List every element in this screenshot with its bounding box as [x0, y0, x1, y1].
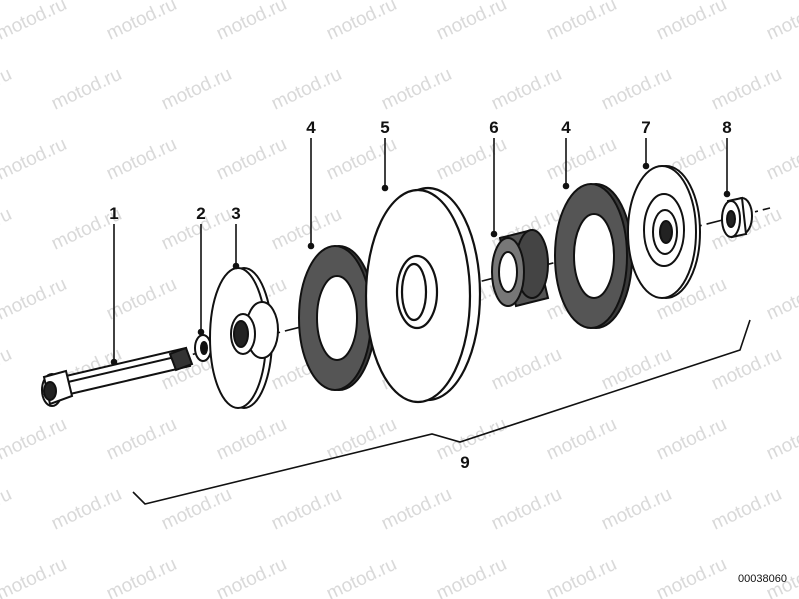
- watermark-text: motod.ru: [213, 134, 290, 185]
- label-3: 3: [231, 204, 240, 223]
- watermark-text: motod.ru: [0, 274, 70, 325]
- watermark-text: motod.ru: [213, 414, 290, 465]
- watermark-text: motod.ru: [763, 414, 799, 465]
- watermark-text: motod.ru: [103, 554, 180, 599]
- label-2: 2: [196, 204, 205, 223]
- part-1-bolt: [41, 346, 194, 407]
- watermark-text: motod.ru: [103, 0, 180, 45]
- watermark-text: motod.ru: [323, 554, 400, 599]
- part-7-cover-plate: [627, 165, 701, 299]
- label-4-left: 4: [306, 118, 316, 137]
- label-1: 1: [109, 204, 118, 223]
- watermark-text: motod.ru: [213, 554, 290, 599]
- label-5: 5: [380, 118, 389, 137]
- watermark-text: motod.ru: [268, 64, 345, 115]
- watermark-text: motod.ru: [433, 0, 510, 45]
- watermark-text: motod.ru: [488, 64, 565, 115]
- watermark-text: motod.ru: [0, 0, 70, 45]
- drawing-number: 00038060: [738, 573, 787, 585]
- part-8-nut: [721, 196, 753, 239]
- watermark-text: motod.ru: [323, 134, 400, 185]
- watermark-text: motod.ru: [598, 64, 675, 115]
- part-4-friction-disc-right: [554, 183, 633, 329]
- watermark-text: motod.ru: [543, 554, 620, 599]
- watermark-text: motod.ru: [0, 204, 15, 255]
- watermark-text: motod.ru: [763, 0, 799, 45]
- watermark-text: motod.ru: [653, 0, 730, 45]
- watermark-text: motod.ru: [323, 0, 400, 45]
- part-4-friction-disc-left: [298, 245, 376, 391]
- watermark-text: motod.ru: [653, 414, 730, 465]
- watermark-text: motod.ru: [763, 134, 799, 185]
- watermark-text: motod.ru: [0, 554, 70, 599]
- watermark-text: motod.ru: [433, 554, 510, 599]
- watermark-text: motod.ru: [103, 134, 180, 185]
- watermark-text: motod.ru: [708, 64, 785, 115]
- watermark-text: motod.ru: [378, 64, 455, 115]
- watermark-text: motod.ru: [543, 134, 620, 185]
- watermark-text: motod.ru: [488, 344, 565, 395]
- label-4-right: 4: [561, 118, 571, 137]
- watermark-text: motod.ru: [213, 0, 290, 45]
- watermark-text: motod.ru: [708, 484, 785, 535]
- watermark-text: motod.ru: [433, 134, 510, 185]
- watermark-text: motod.ru: [103, 414, 180, 465]
- part-2-washer: [194, 334, 212, 362]
- watermark-text: motod.ru: [488, 484, 565, 535]
- watermark-text: motod.ru: [0, 484, 15, 535]
- label-8: 8: [722, 118, 731, 137]
- watermark-text: motod.ru: [708, 344, 785, 395]
- label-6: 6: [489, 118, 498, 137]
- part-5-pulley-disc: [364, 186, 482, 404]
- watermark-text: motod.ru: [598, 344, 675, 395]
- watermark-text: motod.ru: [543, 414, 620, 465]
- watermark-text: motod.ru: [543, 0, 620, 45]
- watermark-text: motod.ru: [158, 64, 235, 115]
- part-6-bushing: [491, 228, 550, 308]
- watermark-text: motod.ru: [48, 64, 125, 115]
- watermark-text: motod.ru: [268, 484, 345, 535]
- watermark-text: motod.ru: [653, 554, 730, 599]
- part-labels: 1 2 3 4 5 6 4 7 8 9: [109, 118, 731, 472]
- watermark-text: motod.ru: [0, 64, 15, 115]
- watermark-text: motod.ru: [763, 274, 799, 325]
- watermark-text: motod.ru: [0, 344, 15, 395]
- watermark-text: motod.ru: [0, 414, 70, 465]
- leader-lines: [110, 138, 731, 366]
- watermark-text: motod.ru: [433, 414, 510, 465]
- assembly-bracket: [132, 319, 751, 505]
- watermark-text: motod.ru: [48, 484, 125, 535]
- watermark-text: motod.ru: [0, 134, 70, 185]
- watermark-text: motod.ru: [598, 484, 675, 535]
- label-7: 7: [641, 118, 650, 137]
- label-9: 9: [460, 453, 469, 472]
- watermark-text: motod.ru: [378, 484, 455, 535]
